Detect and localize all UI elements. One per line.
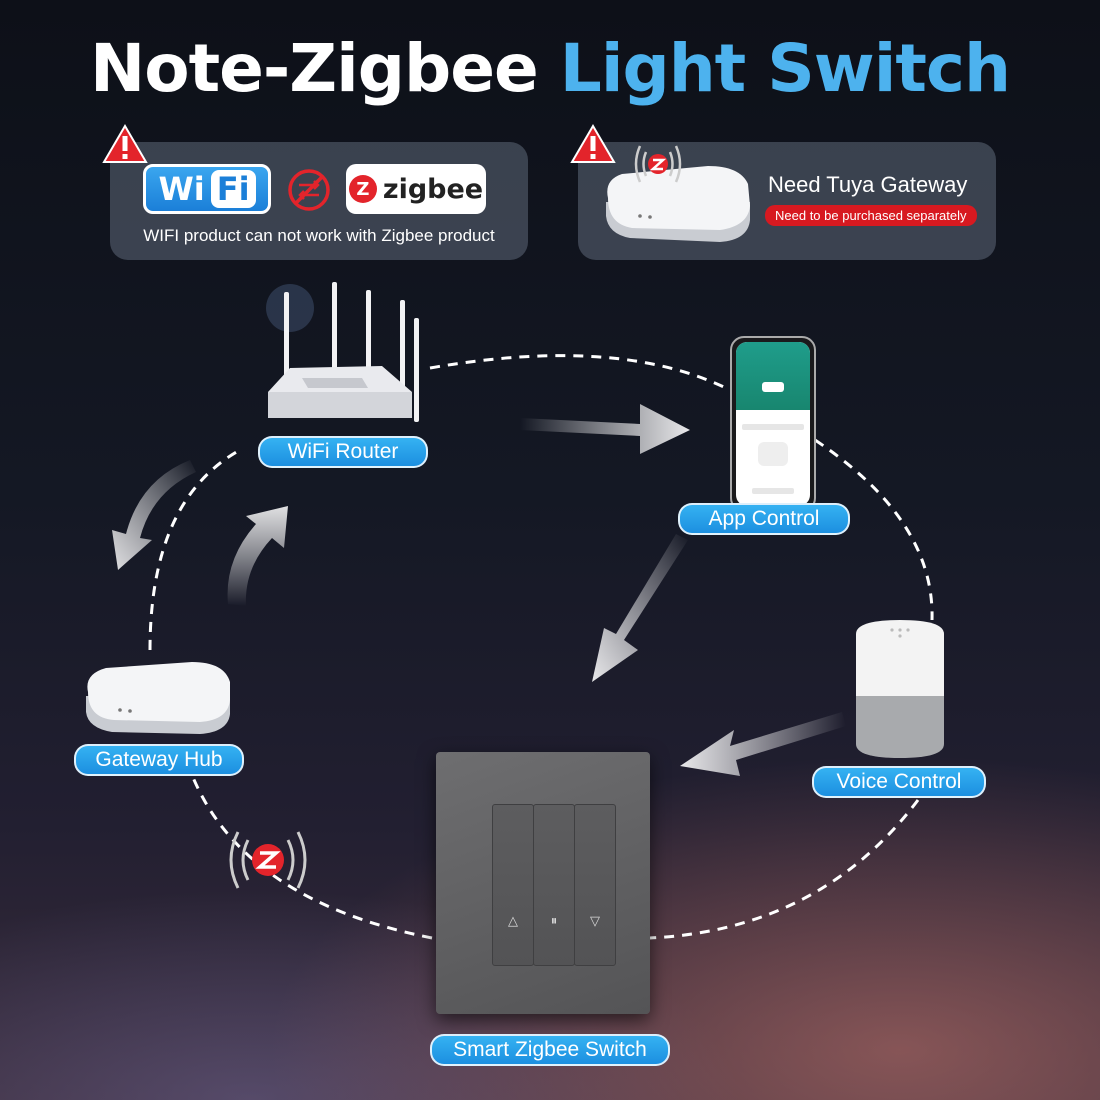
phone-image (730, 336, 816, 512)
app-control-label: App Control (678, 503, 850, 535)
voice-control-label: Voice Control (812, 766, 986, 798)
switch-button-up: △ (492, 804, 534, 966)
wifi-icon: Wi Fi (143, 164, 271, 214)
gateway-subtitle: Need to be purchased separately (765, 205, 977, 226)
zigbee-icon: Z (348, 175, 377, 203)
gateway-device-image (606, 166, 750, 242)
no-connection-icon (288, 169, 330, 211)
title-part-blue: Light Switch (559, 30, 1011, 107)
wifi-text-a: Wi (158, 170, 205, 208)
gateway-title: Need Tuya Gateway (768, 172, 968, 197)
warning-icon (570, 124, 616, 163)
compatibility-caption: WIFI product can not work with Zigbee pr… (143, 226, 495, 245)
switch-button-pause: ⏸ (533, 804, 575, 966)
title-part-white: Note-Zigbee (90, 30, 539, 107)
zigbee-logo: Z zigbee (346, 164, 486, 214)
wifi-router-label: WiFi Router (258, 436, 428, 468)
switch-button-down: ▽ (574, 804, 616, 966)
gateway-hub-image (86, 662, 230, 734)
gateway-hub-label: Gateway Hub (74, 744, 244, 776)
smart-switch-image: △ ⏸ ▽ (436, 752, 650, 1014)
smart-switch-label: Smart Zigbee Switch (430, 1034, 670, 1066)
smart-speaker-image (856, 620, 944, 758)
signal-icon (634, 145, 682, 183)
wifi-router-image (266, 282, 419, 422)
zigbee-signal-icon (229, 831, 307, 889)
up-arrow-icon: △ (508, 913, 518, 928)
warning-icon (102, 124, 148, 163)
pause-icon: ⏸ (550, 913, 558, 928)
zigbee-text: zigbee (382, 173, 484, 205)
down-arrow-icon: ▽ (590, 913, 600, 928)
page-title: Note-Zigbee Light Switch (0, 30, 1100, 107)
wifi-text-b: Fi (210, 170, 256, 208)
